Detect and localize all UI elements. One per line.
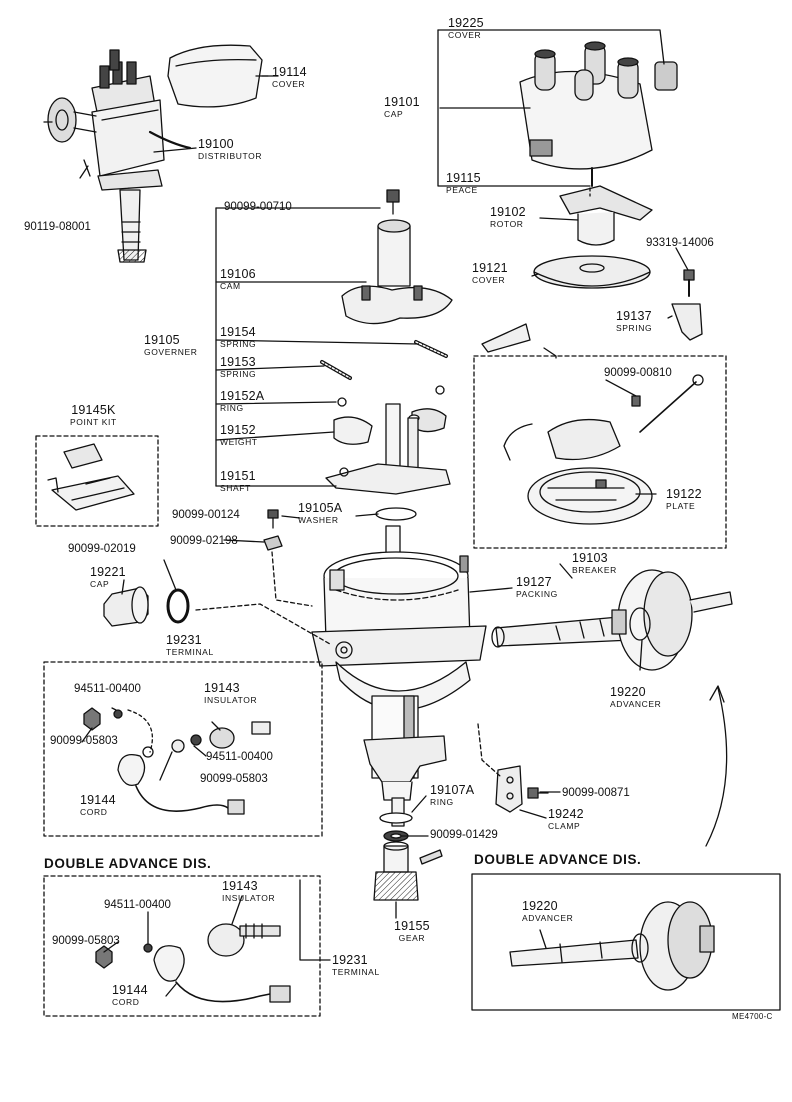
- part-number-94511-00400-upper-a: 94511-00400: [74, 683, 141, 695]
- part-number-90099-00810: 90099-00810: [604, 367, 672, 379]
- terminal-parts-upper: [84, 708, 270, 814]
- plate-19122-illustration: [528, 468, 652, 524]
- part-number-90099-01429: 90099-01429: [430, 829, 498, 841]
- terminal-box-upper: [44, 662, 322, 836]
- terminal-parts-lower: [96, 924, 290, 1002]
- part-number-90099-02019: 90099-02019: [68, 543, 136, 555]
- rotor-19102-illustration: [560, 186, 652, 245]
- clamp-19242-illustration: [496, 766, 522, 812]
- point-kit-box: [36, 436, 158, 526]
- part-number-94511-00400-lower: 94511-00400: [104, 899, 171, 911]
- gear-19155-illustration: [374, 842, 442, 900]
- breaker-box: [474, 356, 726, 548]
- advancer-19220-illustration: [492, 570, 732, 670]
- part-number-90099-00710: 90099-00710: [224, 201, 292, 213]
- section-title-double-advance-right: DOUBLE ADVANCE DIS.: [474, 852, 642, 867]
- part-number-90099-00871: 90099-00871: [562, 787, 630, 799]
- part-number-90099-00124: 90099-00124: [172, 509, 240, 521]
- distributor-assembly-illustration: [44, 50, 190, 262]
- drawing-code: ME4700-C: [732, 1012, 773, 1021]
- part-number-90099-02198: 90099-02198: [170, 535, 238, 547]
- part-number-90119-08001: 90119-08001: [24, 221, 91, 233]
- part-number-90099-05803-upper-b: 90099-05803: [200, 773, 268, 785]
- part-number-90099-05803-upper-a: 90099-05803: [50, 735, 118, 747]
- double-advance-left-box: [44, 876, 320, 1016]
- part-number-94511-00400-upper-b: 94511-00400: [206, 751, 273, 763]
- double-advance-right-box: [472, 874, 780, 1010]
- governor-assembly-illustration: [322, 190, 452, 494]
- cap-19221-illustration: [104, 587, 188, 626]
- part-number-93319-14006: 93319-14006: [646, 237, 714, 249]
- distributor-housing-illustration: [312, 508, 486, 826]
- spring-19137-illustration: [672, 304, 702, 340]
- double-advancer-illustration: [510, 902, 714, 990]
- cover-19114-illustration: [168, 45, 262, 107]
- cap-19101-illustration: [520, 42, 677, 186]
- section-title-double-advance-left: DOUBLE ADVANCE DIS.: [44, 856, 212, 871]
- part-number-90099-05803-lower: 90099-05803: [52, 935, 120, 947]
